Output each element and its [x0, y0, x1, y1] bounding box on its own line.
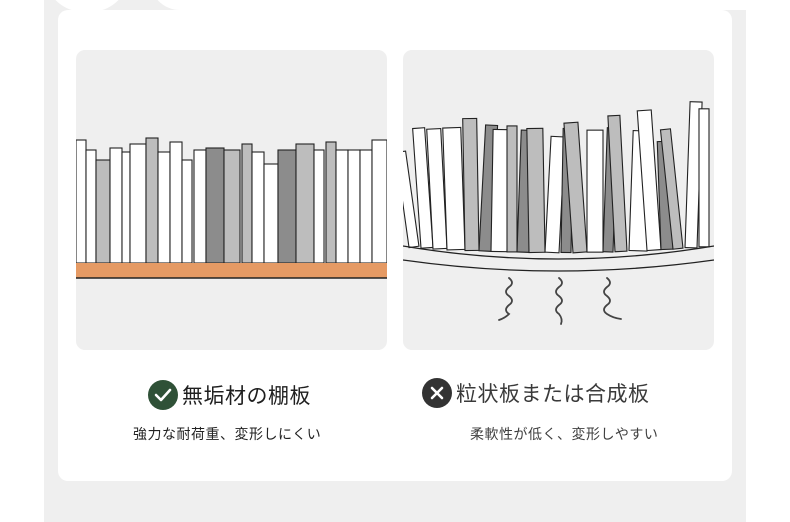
book: [121, 151, 131, 264]
book: [586, 129, 604, 253]
tilted-books: [403, 101, 710, 254]
book: [313, 149, 325, 264]
book: [109, 147, 123, 264]
straight-shelf-drawing: [76, 137, 387, 279]
book: [241, 143, 253, 264]
top-tab-right: [150, 0, 746, 10]
bad-caption: 粒状板または合成板: [422, 378, 650, 408]
book: [205, 147, 225, 264]
book: [426, 127, 448, 250]
shelf-board: [76, 263, 387, 278]
book: [295, 143, 315, 264]
book: [636, 109, 662, 252]
book: [277, 149, 297, 264]
good-title: 無垢材の棚板: [182, 384, 311, 408]
book: [157, 151, 171, 264]
book: [607, 114, 628, 253]
upright-books: [76, 137, 387, 264]
book: [490, 128, 510, 253]
book: [347, 149, 361, 264]
book: [563, 121, 588, 254]
good-caption: 無垢材の棚板: [148, 380, 311, 410]
vibration-squiggle-icon: [555, 277, 563, 325]
book: [129, 143, 147, 264]
book: [335, 149, 349, 264]
vibration-squiggle-icon: [603, 277, 622, 320]
book: [359, 149, 373, 264]
bad-subtitle: 柔軟性が低く、変形しやすい: [470, 427, 659, 443]
bad-title: 粒状板または合成板: [456, 382, 650, 406]
book: [698, 108, 710, 248]
sagging-board-top: [403, 245, 714, 260]
book: [95, 159, 111, 264]
book: [371, 139, 387, 264]
book: [85, 149, 97, 264]
book: [442, 126, 466, 251]
book: [193, 149, 207, 264]
solid-wood-shelf-illustration: [76, 50, 387, 350]
book: [251, 151, 265, 264]
x-circle-icon: [422, 378, 452, 408]
vibration-squiggle-icon: [498, 277, 513, 321]
book: [325, 141, 337, 264]
book: [169, 141, 183, 264]
good-subtitle: 強力な耐荷重、変形しにくい: [133, 427, 322, 443]
book: [659, 128, 684, 250]
check-circle-icon: [148, 380, 178, 410]
sagging-board-bottom: [403, 259, 714, 272]
book: [506, 125, 518, 253]
book: [403, 150, 420, 249]
book: [462, 117, 480, 252]
book: [223, 149, 241, 264]
book: [412, 127, 434, 249]
book: [145, 137, 159, 264]
book: [76, 139, 87, 264]
sagging-shelf-drawing: [403, 101, 714, 325]
particle-board-shelf-illustration: [403, 50, 714, 350]
book: [526, 127, 546, 254]
book: [263, 163, 279, 264]
book: [181, 159, 193, 264]
